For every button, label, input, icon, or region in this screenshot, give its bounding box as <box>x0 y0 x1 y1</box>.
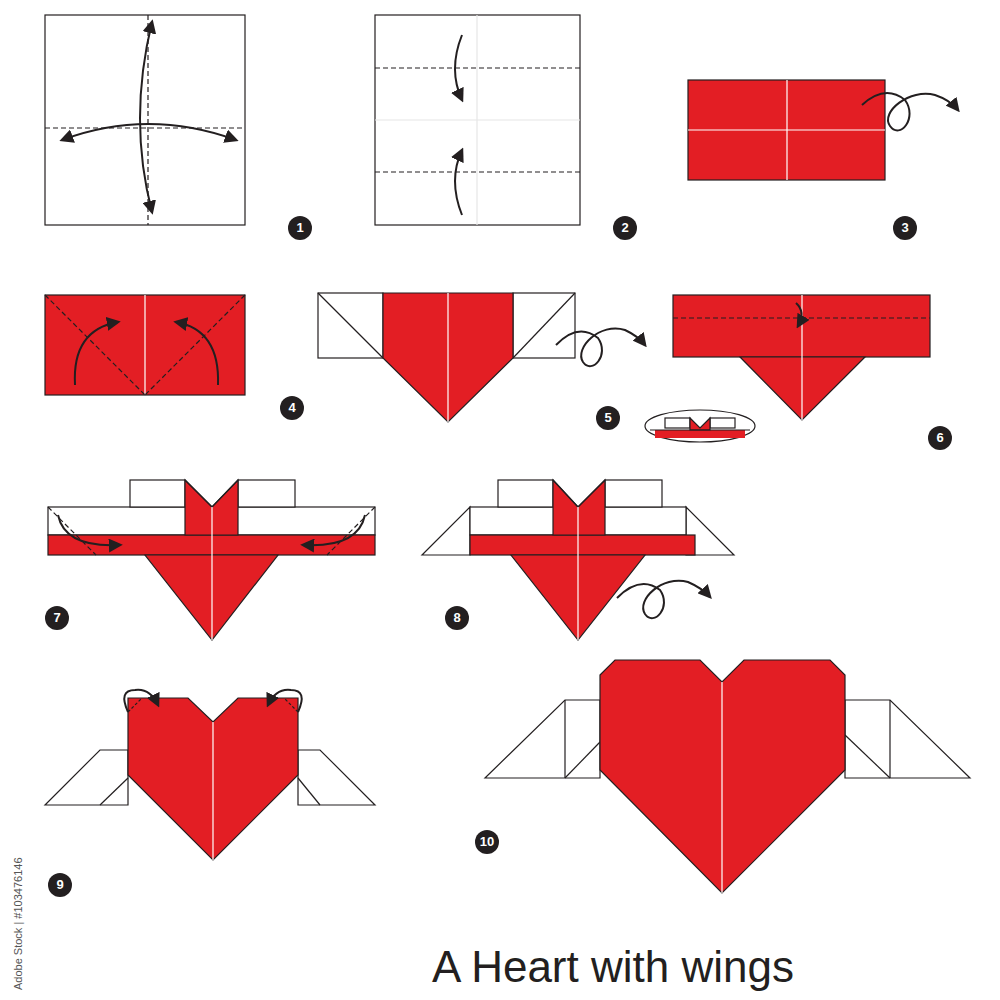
step-9 <box>45 690 375 860</box>
step-number: 8 <box>445 606 469 630</box>
step-3 <box>688 80 958 180</box>
step-10 <box>485 660 970 893</box>
step-number: 7 <box>45 606 69 630</box>
step-2 <box>375 15 580 225</box>
step-number: 9 <box>48 873 72 897</box>
step-1 <box>45 15 245 225</box>
title: A Heart with wings <box>432 942 794 992</box>
step-4 <box>45 295 245 395</box>
step-number: 5 <box>596 406 620 430</box>
step-8 <box>422 480 734 640</box>
step-6 <box>673 295 930 420</box>
step-7 <box>48 480 375 640</box>
step-number: 4 <box>280 396 304 420</box>
watermark: Adobe Stock | #103476146 <box>12 857 24 990</box>
step-number: 1 <box>288 216 312 240</box>
step-number-disks <box>45 216 952 897</box>
step-number: 2 <box>613 216 637 240</box>
step-number: 6 <box>928 426 952 450</box>
step-number: 3 <box>893 216 917 240</box>
step-number: 10 <box>475 830 499 854</box>
